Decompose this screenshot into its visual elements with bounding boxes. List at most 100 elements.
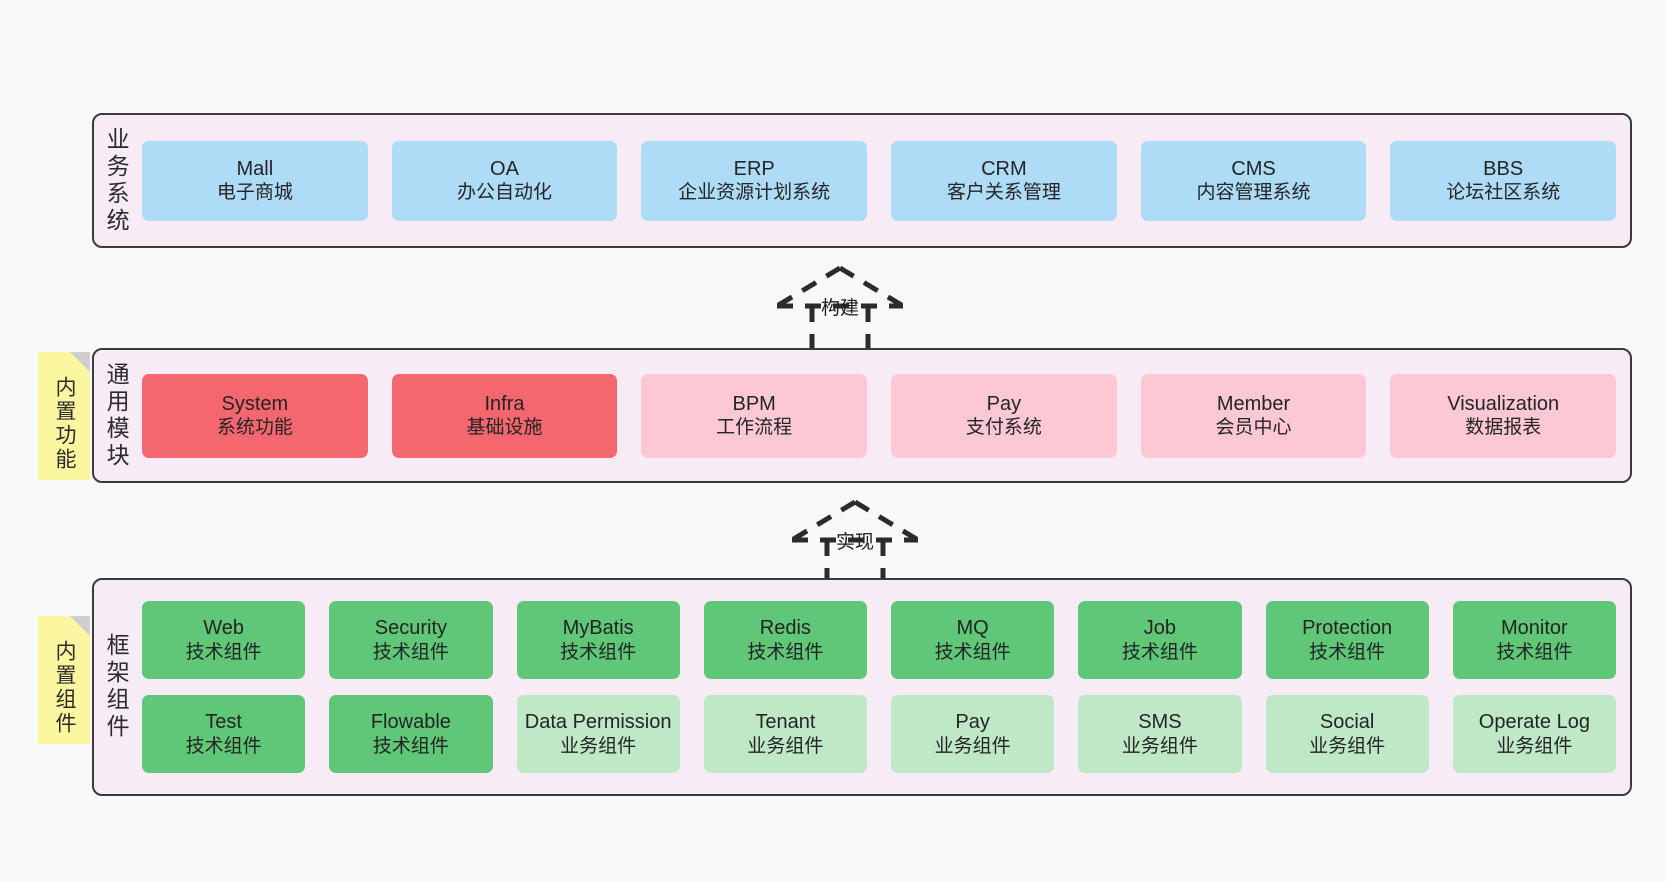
component-card-desc: 内容管理系统 [1196, 182, 1311, 204]
component-card-name: Protection [1302, 617, 1393, 640]
component-card-name: Visualization [1447, 392, 1560, 415]
component-card-desc: 技术组件 [934, 641, 1011, 663]
component-card-name: Infra [484, 392, 525, 415]
business-system-layer-title: 业务系统 [103, 126, 130, 235]
component-card-desc: 基础设施 [466, 417, 543, 439]
component-card-desc: 论坛社区系统 [1446, 182, 1561, 204]
connector-implement-label: 实现 [835, 532, 875, 553]
component-card-name: OA [490, 157, 519, 180]
component-card-name: Test [205, 711, 242, 734]
component-card-desc: 业务组件 [934, 735, 1011, 757]
component-card-desc: 技术组件 [185, 735, 262, 757]
component-card-name: Member [1216, 392, 1291, 415]
connector-implement: 实现 [770, 492, 940, 592]
component-card-desc: 支付系统 [965, 417, 1042, 439]
component-card-desc: 业务组件 [1309, 735, 1386, 757]
connector-build-label: 构建 [820, 298, 860, 319]
component-card-name: Pay [955, 711, 990, 734]
framework-components-layer-title: 框架组件 [103, 633, 130, 741]
component-card-name: Monitor [1501, 617, 1568, 640]
component-card-desc: 技术组件 [747, 641, 824, 663]
component-card-name: CRM [981, 157, 1027, 180]
component-card-desc: 技术组件 [1121, 641, 1198, 663]
component-card-desc: 会员中心 [1215, 417, 1292, 439]
component-card-name: Pay [986, 392, 1022, 415]
component-card-name: BPM [732, 392, 776, 415]
component-card-name: Security [374, 617, 447, 640]
component-card-name: MQ [956, 617, 989, 640]
component-card-desc: 办公自动化 [457, 182, 553, 204]
component-card-desc: 企业资源计划系统 [678, 182, 831, 204]
component-card-desc: 业务组件 [747, 735, 824, 757]
component-card-name: System [221, 392, 289, 415]
component-card-desc: 数据报表 [1465, 417, 1542, 439]
component-card-name: Operate Log [1478, 711, 1590, 734]
component-card-desc: 技术组件 [372, 735, 449, 757]
component-card-desc: 业务组件 [1121, 735, 1198, 757]
component-card-desc: 系统功能 [216, 417, 293, 439]
component-card-name: MyBatis [562, 617, 634, 640]
component-card-desc: 客户关系管理 [946, 182, 1061, 204]
note-builtin-functions-label: 内置功能 [53, 376, 77, 472]
component-card-name: Mall [236, 157, 274, 180]
component-card-name: Social [1319, 711, 1375, 734]
component-card-desc: 工作流程 [716, 417, 793, 439]
component-card-desc: 技术组件 [560, 641, 637, 663]
note-builtin-components: 内置组件 [38, 616, 90, 744]
note-builtin-components-label: 内置组件 [53, 640, 77, 736]
component-card-name: Data Permission [524, 711, 672, 734]
component-card-name: Job [1143, 617, 1176, 640]
component-card-name: Web [203, 617, 244, 640]
component-card-name: BBS [1483, 157, 1524, 180]
component-card-desc: 技术组件 [1309, 641, 1386, 663]
component-card-desc: 电子商城 [216, 182, 293, 204]
component-card-desc: 业务组件 [560, 735, 637, 757]
component-card-desc: 技术组件 [372, 641, 449, 663]
common-modules-layer-title: 通用模块 [103, 361, 130, 470]
note-builtin-functions: 内置功能 [38, 352, 90, 480]
component-card-desc: 业务组件 [1496, 735, 1573, 757]
component-card-name: CMS [1231, 157, 1276, 180]
component-card-name: Redis [759, 617, 811, 640]
component-card-name: Flowable [370, 711, 451, 734]
component-card-desc: 技术组件 [185, 641, 262, 663]
